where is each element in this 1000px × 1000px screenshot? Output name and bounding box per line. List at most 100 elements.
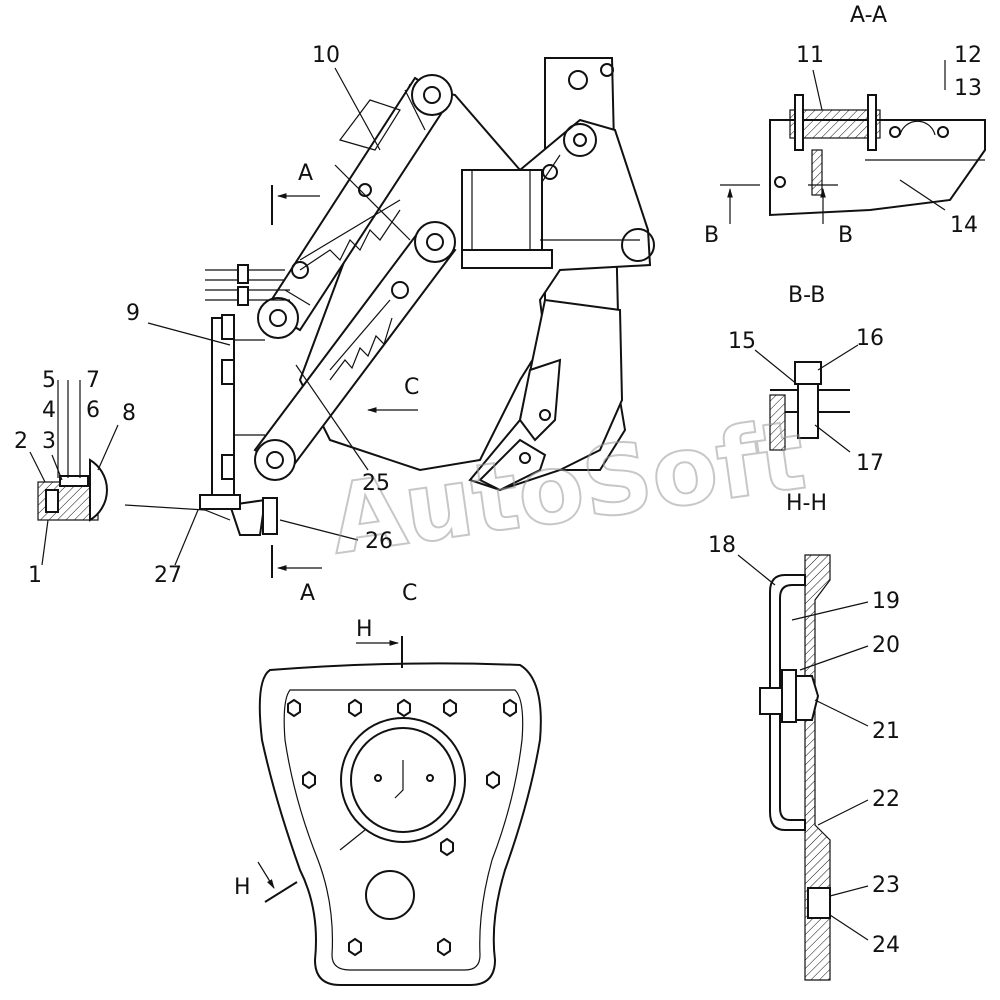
aa-hole-2 xyxy=(937,126,949,138)
label-21: 21 xyxy=(872,719,900,744)
hex-bolt xyxy=(348,698,362,718)
hh-bushing xyxy=(759,687,783,715)
detail-insert xyxy=(45,489,59,513)
box-base xyxy=(461,249,553,269)
section-aa xyxy=(720,60,986,224)
hh-cover xyxy=(769,574,806,831)
lower-arm-pivot-inner xyxy=(426,233,444,251)
plate-bolt-3 xyxy=(221,454,235,480)
bb-bolt-shank xyxy=(797,383,819,439)
label-12: 12 xyxy=(954,43,982,68)
main-assembly xyxy=(124,57,655,536)
spring xyxy=(299,209,401,271)
upper-arm-pivot-inner xyxy=(423,86,441,104)
marker-h-top: H xyxy=(356,617,373,642)
upper-arm-lower-pivot xyxy=(257,297,299,339)
view-c-slot xyxy=(339,829,366,851)
view-c-inner-outline xyxy=(283,689,524,971)
label-13: 13 xyxy=(954,76,982,101)
section-bb-title: B-B xyxy=(788,283,825,308)
aa-bolt-2 xyxy=(867,94,877,151)
hex-bolt xyxy=(348,937,362,957)
label-10: 10 xyxy=(312,43,340,68)
h-bolt-nut-1 xyxy=(237,264,249,284)
plate-hole-1 xyxy=(568,70,588,90)
hex-bolt xyxy=(302,770,316,790)
handle-pin xyxy=(358,183,372,197)
leader-23 xyxy=(829,885,869,897)
hh-plate xyxy=(804,554,831,981)
view-c-flange-inner xyxy=(350,727,456,833)
view-c-center-bolt xyxy=(394,760,404,799)
marker-a-top: A xyxy=(298,161,313,186)
lower-rod xyxy=(329,299,391,371)
plate-hole-2 xyxy=(600,63,614,77)
leader-14 xyxy=(899,179,946,211)
hh-nut xyxy=(795,675,820,721)
bracket-rod xyxy=(539,154,561,186)
tension-rod xyxy=(299,199,401,261)
leader-11 xyxy=(812,69,823,111)
label-8: 8 xyxy=(122,401,136,426)
section-aa-title: A-A xyxy=(850,3,887,28)
hex-bolt xyxy=(486,770,500,790)
pin-b xyxy=(391,281,409,299)
handle-wire xyxy=(334,164,411,241)
label-24: 24 xyxy=(872,933,900,958)
lower-spring xyxy=(329,317,393,381)
detail-cover xyxy=(89,458,108,522)
view-c-pin-2 xyxy=(426,774,434,782)
bb-wall xyxy=(769,394,786,451)
pin-a xyxy=(291,261,309,279)
label-17: 17 xyxy=(856,451,884,476)
leader-16 xyxy=(817,344,859,371)
bracket-pivot-2 xyxy=(621,228,655,262)
leader-lines xyxy=(29,67,946,941)
view-c xyxy=(258,662,542,986)
h-left-arrow xyxy=(257,861,275,889)
leader-20 xyxy=(799,645,869,671)
bb-bolt-head xyxy=(794,361,822,385)
aa-pin xyxy=(811,149,823,196)
view-c-outline xyxy=(258,662,542,986)
hex-bolt xyxy=(440,837,454,857)
hex-bolt xyxy=(503,698,517,718)
hex-bolt xyxy=(443,698,457,718)
tooth-bolt-2 xyxy=(519,452,531,464)
bracket-pivot xyxy=(563,123,597,157)
cotter-b xyxy=(404,89,426,131)
section-hh xyxy=(759,554,831,981)
lower-arm-lower-pivot xyxy=(254,439,296,481)
aa-hole-1 xyxy=(889,126,901,138)
section-labels: A-A B-B H-H C A xyxy=(300,3,887,606)
label-23: 23 xyxy=(872,873,900,898)
section-hh-title: H-H xyxy=(786,491,827,516)
lower-arm-pivot xyxy=(414,221,456,263)
bracket-pivot-inner xyxy=(573,133,587,147)
detail-cap xyxy=(59,475,89,487)
label-9: 9 xyxy=(126,301,140,326)
lower-arm-lower-pivot-inner xyxy=(266,451,284,469)
view-a-title: A xyxy=(300,581,315,606)
upper-arm-lower-pivot-inner xyxy=(269,309,287,327)
hh-plug xyxy=(807,887,831,919)
label-20: 20 xyxy=(872,633,900,658)
hh-washer xyxy=(781,669,797,723)
marker-h-left: H xyxy=(234,875,251,900)
label-3: 3 xyxy=(42,429,56,454)
leader-2 xyxy=(29,451,46,483)
lower-tooth xyxy=(478,438,547,492)
view-c-lower-hole xyxy=(365,870,415,920)
view-c-flange xyxy=(340,717,466,843)
label-19: 19 xyxy=(872,589,900,614)
cotter-a xyxy=(284,289,311,306)
marker-b-left: B xyxy=(704,223,719,248)
label-5: 5 xyxy=(42,368,56,393)
aa-hole-3 xyxy=(774,176,786,188)
hex-bolt xyxy=(397,698,411,718)
label-14: 14 xyxy=(950,213,978,238)
label-22: 22 xyxy=(872,787,900,812)
plate-bolt-1 xyxy=(221,314,235,340)
